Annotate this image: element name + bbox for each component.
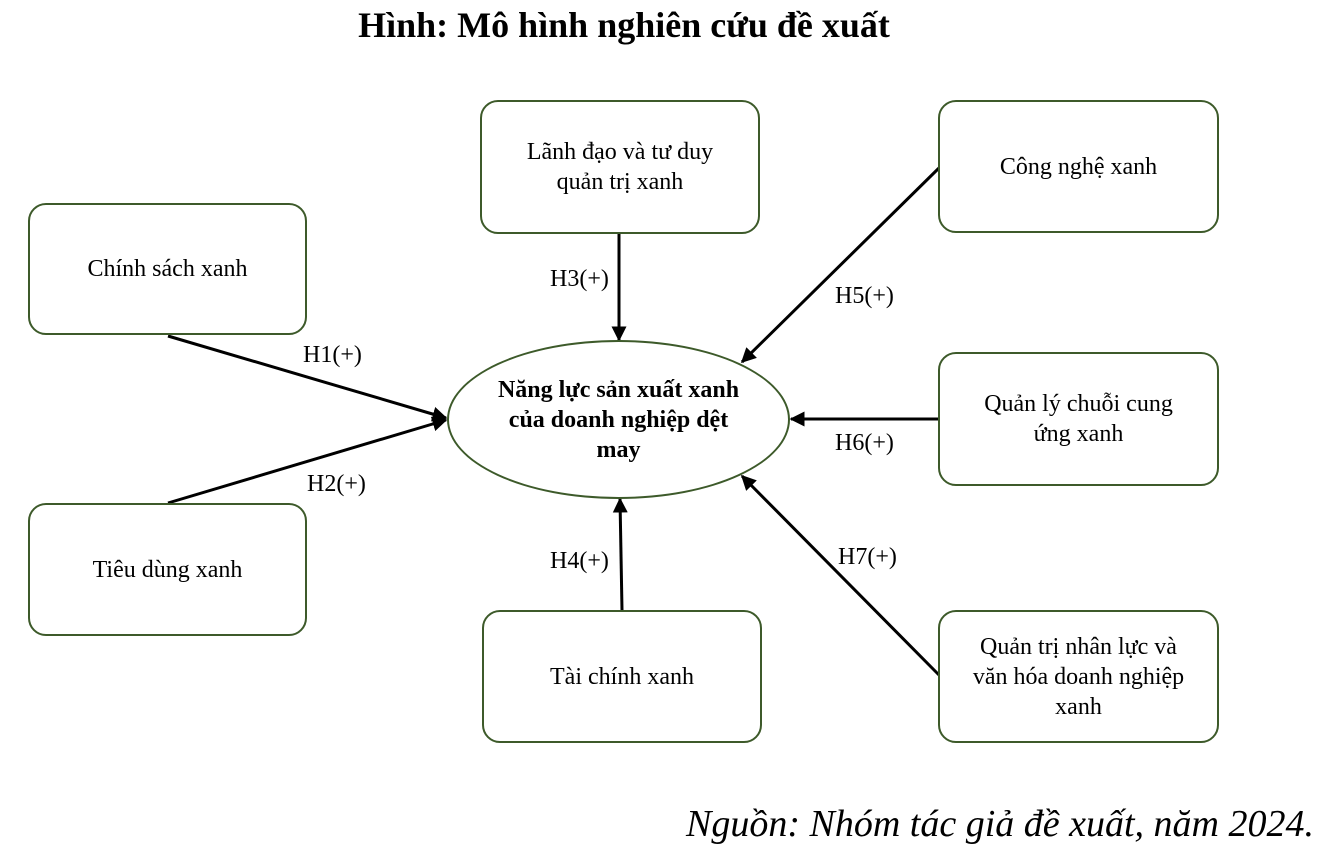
- factor-nhan-luc: Quản trị nhân lực và văn hóa doanh nghiệ…: [938, 610, 1219, 743]
- source-note: Nguồn: Nhóm tác giả đề xuất, năm 2024.: [685, 803, 1314, 845]
- arrow-h1: [167, 334, 448, 422]
- central-construct: Năng lực sản xuất xanh của doanh nghiệp …: [447, 340, 790, 499]
- factor-label: Tiêu dùng xanh: [92, 556, 243, 583]
- factor-chinh-sach-xanh: Chính sách xanh: [28, 203, 307, 335]
- factor-label: Quản lý chuỗi cung ứng xanh: [984, 391, 1173, 447]
- arrow-h7: [740, 474, 942, 678]
- factor-label: Tài chính xanh: [550, 663, 694, 690]
- hypothesis-h3: H3(+): [550, 266, 609, 292]
- factor-label: Quản trị nhân lực và văn hóa doanh nghiệ…: [972, 633, 1185, 720]
- factor-tieu-dung-xanh: Tiêu dùng xanh: [28, 503, 307, 636]
- hypothesis-h4: H4(+): [550, 548, 609, 574]
- hypothesis-h7: H7(+): [838, 544, 897, 570]
- arrow-h2: [167, 416, 448, 505]
- arrow-h4: [612, 497, 628, 611]
- hypothesis-h6: H6(+): [835, 430, 894, 456]
- factor-lanh-dao: Lãnh đạo và tư duy quản trị xanh: [480, 100, 760, 234]
- hypothesis-h1: H1(+): [303, 342, 362, 368]
- figure-title: Hình: Mô hình nghiên cứu đề xuất: [358, 5, 890, 45]
- central-construct-label: Năng lực sản xuất xanh của doanh nghiệp …: [497, 376, 740, 463]
- hypothesis-h5: H5(+): [835, 283, 894, 309]
- arrow-h5: [740, 165, 942, 364]
- factor-chuoi-cung-ung: Quản lý chuỗi cung ứng xanh: [938, 352, 1219, 486]
- factor-label: Chính sách xanh: [87, 256, 248, 282]
- factor-label: Công nghệ xanh: [999, 153, 1158, 180]
- factor-cong-nghe-xanh: Công nghệ xanh: [938, 100, 1219, 233]
- factor-label: Lãnh đạo và tư duy quản trị xanh: [526, 139, 714, 195]
- factor-tai-chinh-xanh: Tài chính xanh: [482, 610, 762, 743]
- hypothesis-h2: H2(+): [307, 471, 366, 497]
